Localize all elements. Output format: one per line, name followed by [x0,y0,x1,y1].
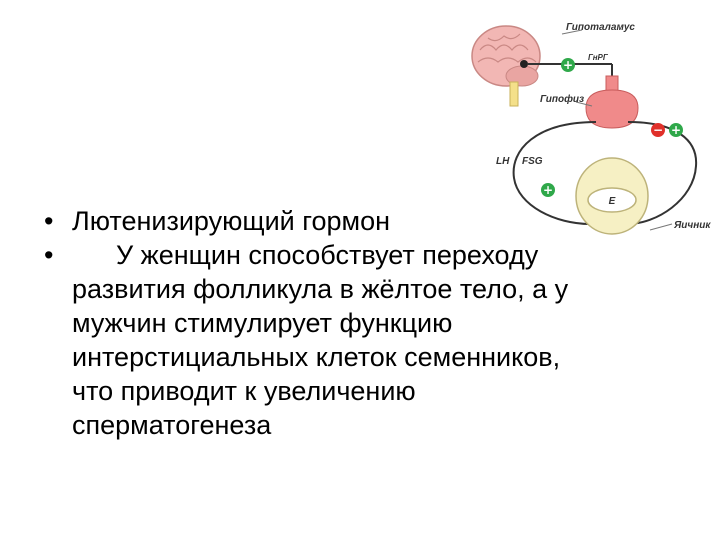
lh-label: LH [496,156,510,167]
svg-text:−: − [653,123,663,137]
pituitary-illustration [585,75,639,129]
bullet-marker: • [44,240,54,270]
bullet-item-lh: • Лютенизирующий гормон [44,204,604,238]
pituitary-label: Гипофиз [540,93,584,105]
brain-illustration [471,25,541,107]
svg-text:+: + [671,123,681,137]
hypothalamus-point [520,60,528,68]
ovary-label: Яичник [673,220,711,231]
svg-text:+: + [543,183,553,197]
feedback-plus-icon: + [669,123,683,137]
gnrh-label: ГнРГ [588,53,609,62]
estrogen-label: E [609,196,616,207]
hormone-regulation-diagram: Гипоталамус ГнРГ + Гипофиз LH FSG + [466,10,720,246]
feedback-minus-icon: − [651,123,665,137]
ovary-illustration [575,157,649,235]
svg-text:+: + [563,58,573,72]
ovary-plus-icon: + [541,183,555,197]
bullet-text: У женщин способствует переходу развития … [72,240,569,440]
hypothalamus-label: Гипоталамус [566,22,635,33]
bullet-list: • Лютенизирующий гормон • У женщин спосо… [44,204,604,442]
bullet-marker: • [44,206,54,236]
bullet-text: Лютенизирующий гормон [72,206,391,236]
fsg-label: FSG [522,156,543,167]
bullet-item-function: • У женщин способствует переходу развити… [44,238,604,442]
gnrh-plus-icon: + [561,58,575,72]
